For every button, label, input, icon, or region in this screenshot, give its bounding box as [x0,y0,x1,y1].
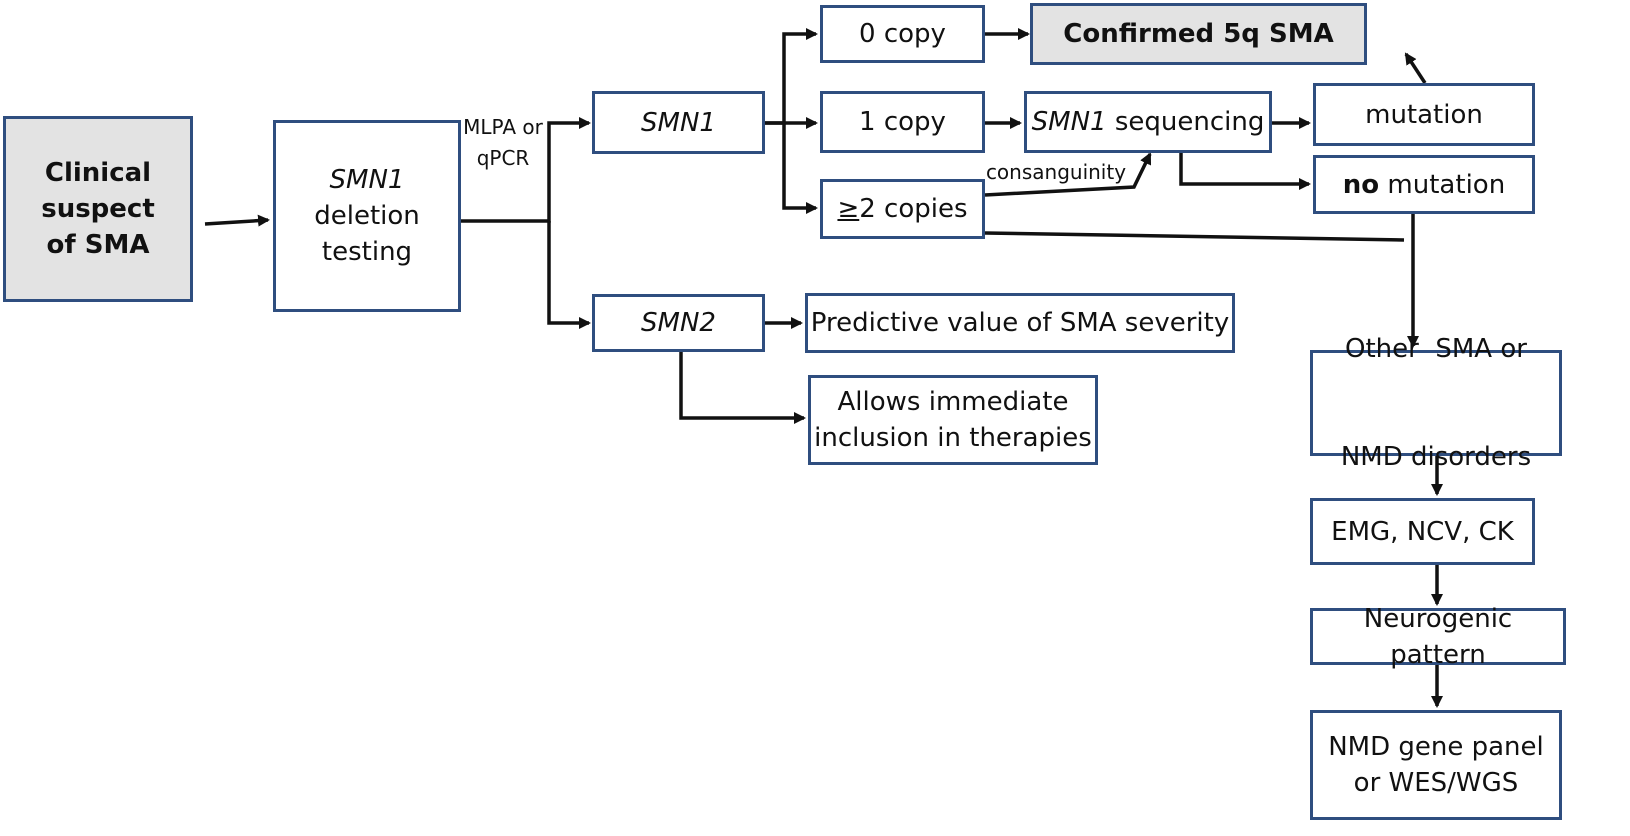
connector-two-copies-to-merge [984,231,1405,242]
deletion-gene: SMN1 [329,165,405,195]
connector-deletion-branch [461,117,591,223]
node-smn1-sequencing: SMN1 sequencing [1024,91,1272,153]
deletion-line-1: deletion [314,201,420,231]
arrow-clinical-to-deletion [204,214,270,227]
clinical-line-2: suspect [41,194,155,224]
clinical-line-1: Clinical [44,158,152,188]
sequencing-label: sequencing [1106,107,1265,137]
arrow-branch-to-smn2 [547,221,591,329]
node-clinical-suspect: Clinical suspect of SMA [3,116,193,302]
arrow-smn1-to-zero-copy [765,28,818,125]
node-smn1: SMN1 [592,91,765,154]
node-confirmed-5q-sma: Confirmed 5q SMA [1030,3,1367,65]
no-mutation-label: mutation [1379,169,1506,200]
two-copies-symbol: ≥ [837,194,860,224]
node-no-mutation: no mutation [1313,155,1535,214]
sequencing-gene: SMN1 [1031,107,1107,137]
node-allows-inclusion: Allows immediate inclusion in therapies [808,375,1098,465]
other-line-2: NMD disorders [1340,442,1532,472]
method-line-2: or [522,115,543,139]
panel-line-1: NMD gene panel [1328,732,1544,762]
node-mutation: mutation [1313,83,1535,146]
mutation-label: mutation [1365,99,1483,130]
node-smn2: SMN2 [592,294,765,352]
no-mutation-bold: no [1342,169,1380,200]
other-line-1: Other SMA or [1345,334,1527,364]
node-other-disorders: Other SMA or NMD disorders [1310,334,1562,472]
smn1-label: SMN1 [641,107,716,138]
node-emg-ncv-ck: EMG, NCV, CK [1310,498,1535,565]
emg-label: EMG, NCV, CK [1331,516,1514,547]
predictive-label: Predictive value of SMA severity [810,308,1230,338]
arrow-two-copies-consanguinity [984,152,1152,197]
node-neurogenic-pattern: Neurogenic pattern [1310,604,1566,670]
node-gene-panel: NMD gene panel or WES/WGS [1310,710,1562,820]
deletion-line-2: testing [321,237,413,267]
node-predictive-value: Predictive value of SMA severity [805,293,1235,353]
arrow-mutation-to-confirmed [1404,52,1427,84]
arrow-sequencing-to-no-mutation [1179,153,1311,190]
method-line-3: qPCR [476,146,530,170]
neurogenic-label: Neurogenic pattern [1363,603,1513,670]
clinical-line-3: of SMA [46,230,150,260]
two-copies-label: 2 copies [859,194,968,224]
one-copy-label: 1 copy [859,107,946,137]
arrow-smn2-to-allows [679,352,806,424]
smn2-label: SMN2 [641,308,716,338]
node-deletion-testing: SMN1 deletion testing [273,120,461,312]
allows-line-1: Allows immediate [837,387,1069,417]
zero-copy-label: 0 copy [859,19,946,49]
arrow-smn1-to-two-copies [782,123,818,214]
panel-line-2: or WES/WGS [1353,768,1519,798]
method-line-1: MLPA [463,115,517,139]
method-label: MLPA or qPCR [462,112,544,174]
node-one-copy: 1 copy [820,91,985,153]
confirmed-label: Confirmed 5q SMA [1063,19,1334,49]
consanguinity-text: consanguinity [985,160,1127,184]
allows-line-2: inclusion in therapies [814,423,1092,453]
consanguinity-label: consanguinity [976,157,1136,188]
node-two-copies: ≥2 copies [820,179,985,239]
node-zero-copy: 0 copy [820,5,985,63]
